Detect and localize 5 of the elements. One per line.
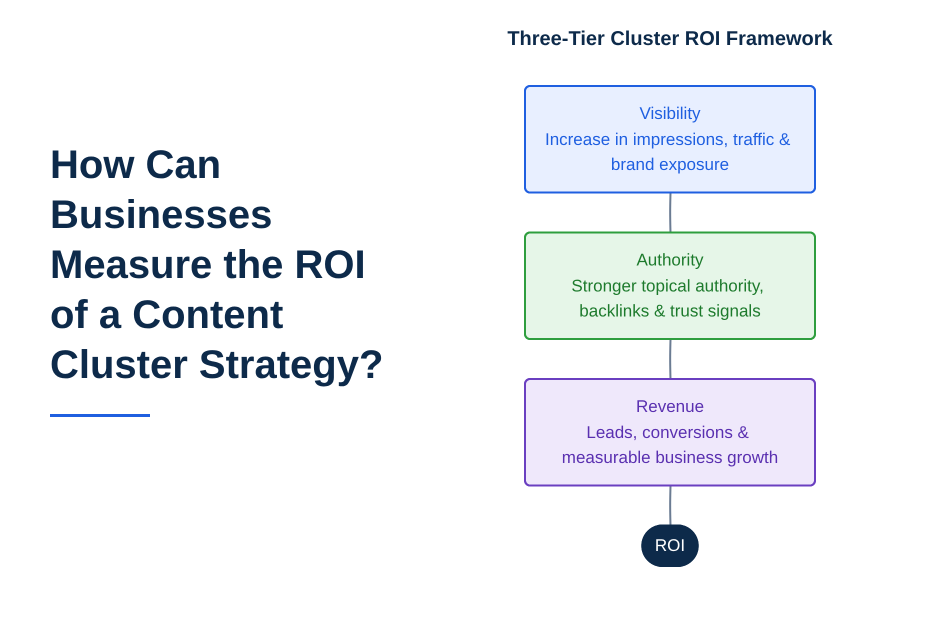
framework-heading: Three-Tier Cluster ROI Framework — [506, 28, 834, 51]
connector — [669, 339, 672, 380]
heading: How Can Businesses Measure the ROI of a Content Cluster Strategy? — [50, 142, 384, 389]
connector — [669, 486, 672, 526]
connector — [669, 192, 672, 234]
